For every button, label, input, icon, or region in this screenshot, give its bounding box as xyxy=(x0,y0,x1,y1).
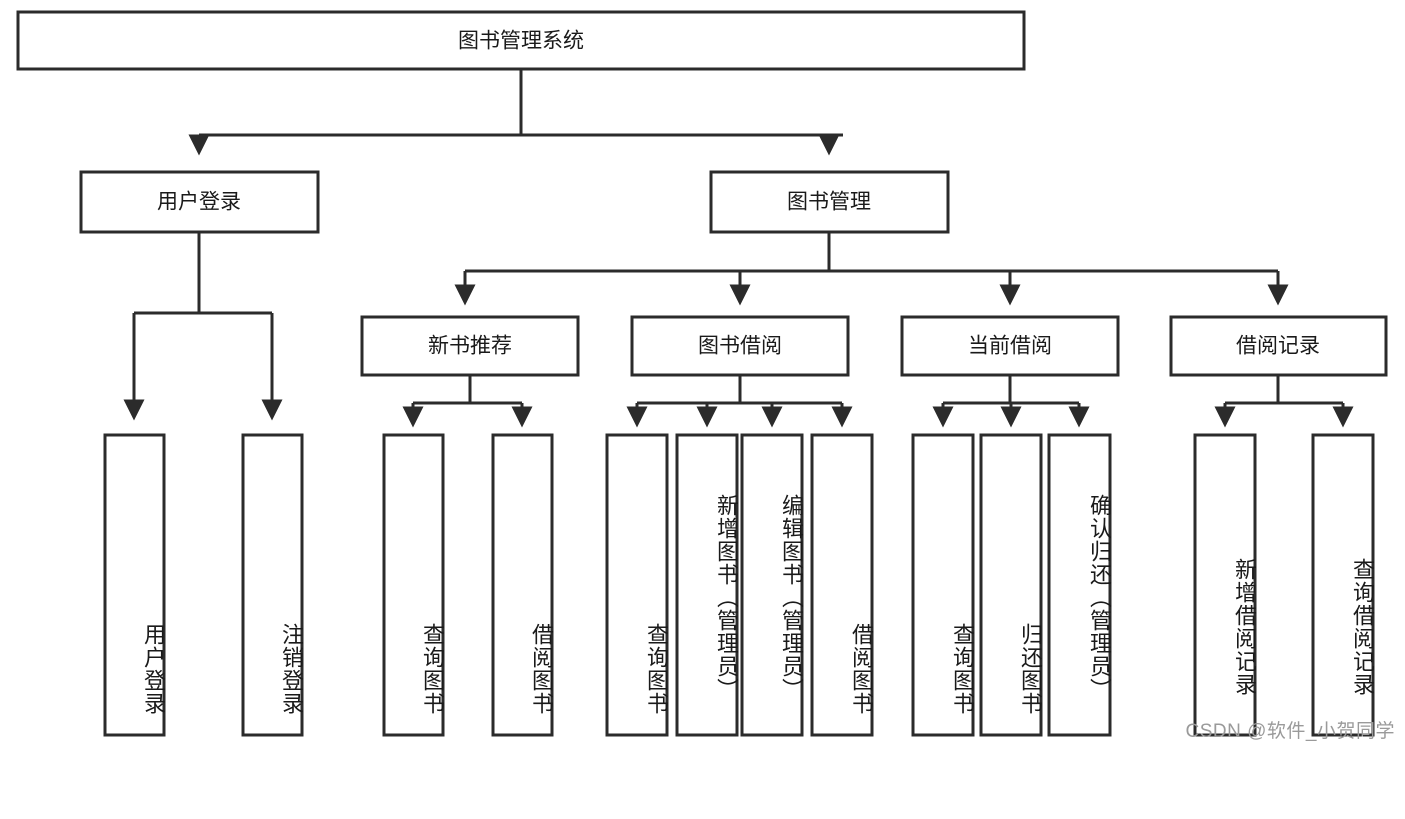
node-current-borrow[interactable]: 当前借阅 xyxy=(900,315,1120,377)
node-leaf-edit-book[interactable] xyxy=(740,433,804,737)
node-leaf-query-record[interactable] xyxy=(1311,433,1375,737)
node-leaf-add-record[interactable] xyxy=(1193,433,1257,737)
connector-user-login-bus xyxy=(123,232,283,421)
node-root[interactable]: 图书管理系统 xyxy=(16,10,1026,71)
node-leaf-add-book[interactable] xyxy=(675,433,739,737)
node-user-login[interactable]: 用户登录 xyxy=(79,170,320,234)
node-leaf-user-login[interactable] xyxy=(103,433,166,737)
connector-current-borrow-bus xyxy=(932,375,1090,428)
watermark-text: CSDN @软件_小贺同学 xyxy=(1185,721,1395,742)
node-current-borrow-label: 当前借阅 xyxy=(968,335,1052,358)
node-leaf-query-book-2[interactable] xyxy=(605,433,669,737)
node-leaf-query-book-1[interactable] xyxy=(382,433,445,737)
connector-borrow-record-bus xyxy=(1214,375,1354,428)
node-book-manage-label: 图书管理 xyxy=(787,191,871,214)
node-leaf-query-book-3[interactable] xyxy=(911,433,975,737)
node-leaf-confirm-return[interactable] xyxy=(1047,433,1112,737)
node-book-borrow-label: 图书借阅 xyxy=(698,335,782,358)
node-book-manage[interactable]: 图书管理 xyxy=(709,170,950,234)
node-leaf-borrow-book-1[interactable] xyxy=(491,433,554,737)
node-user-login-label: 用户登录 xyxy=(157,191,241,214)
connector-new-book-recommend-bus xyxy=(402,375,533,428)
connector-book-borrow-bus xyxy=(626,375,853,428)
node-new-book-recommend[interactable]: 新书推荐 xyxy=(360,315,580,377)
node-leaf-user-logout[interactable] xyxy=(241,433,304,737)
node-root-label: 图书管理系统 xyxy=(458,30,584,53)
node-new-book-recommend-label: 新书推荐 xyxy=(428,335,512,358)
node-borrow-record-label: 借阅记录 xyxy=(1236,335,1320,358)
diagram-canvas: 图书管理系统 用户登录 图书管理 新书推荐 图书借阅 当前借阅 借阅记录 xyxy=(16,10,1395,742)
tree-diagram: 图书管理系统 用户登录 图书管理 新书推荐 图书借阅 当前借阅 借阅记录 xyxy=(16,10,1388,737)
node-leaf-return-book[interactable] xyxy=(979,433,1043,737)
node-book-borrow[interactable]: 图书借阅 xyxy=(630,315,850,377)
node-borrow-record[interactable]: 借阅记录 xyxy=(1169,315,1388,377)
connector-book-manage-bus xyxy=(454,232,1289,306)
node-leaf-borrow-book-2[interactable] xyxy=(810,433,874,737)
connector-root-bus xyxy=(199,69,843,137)
